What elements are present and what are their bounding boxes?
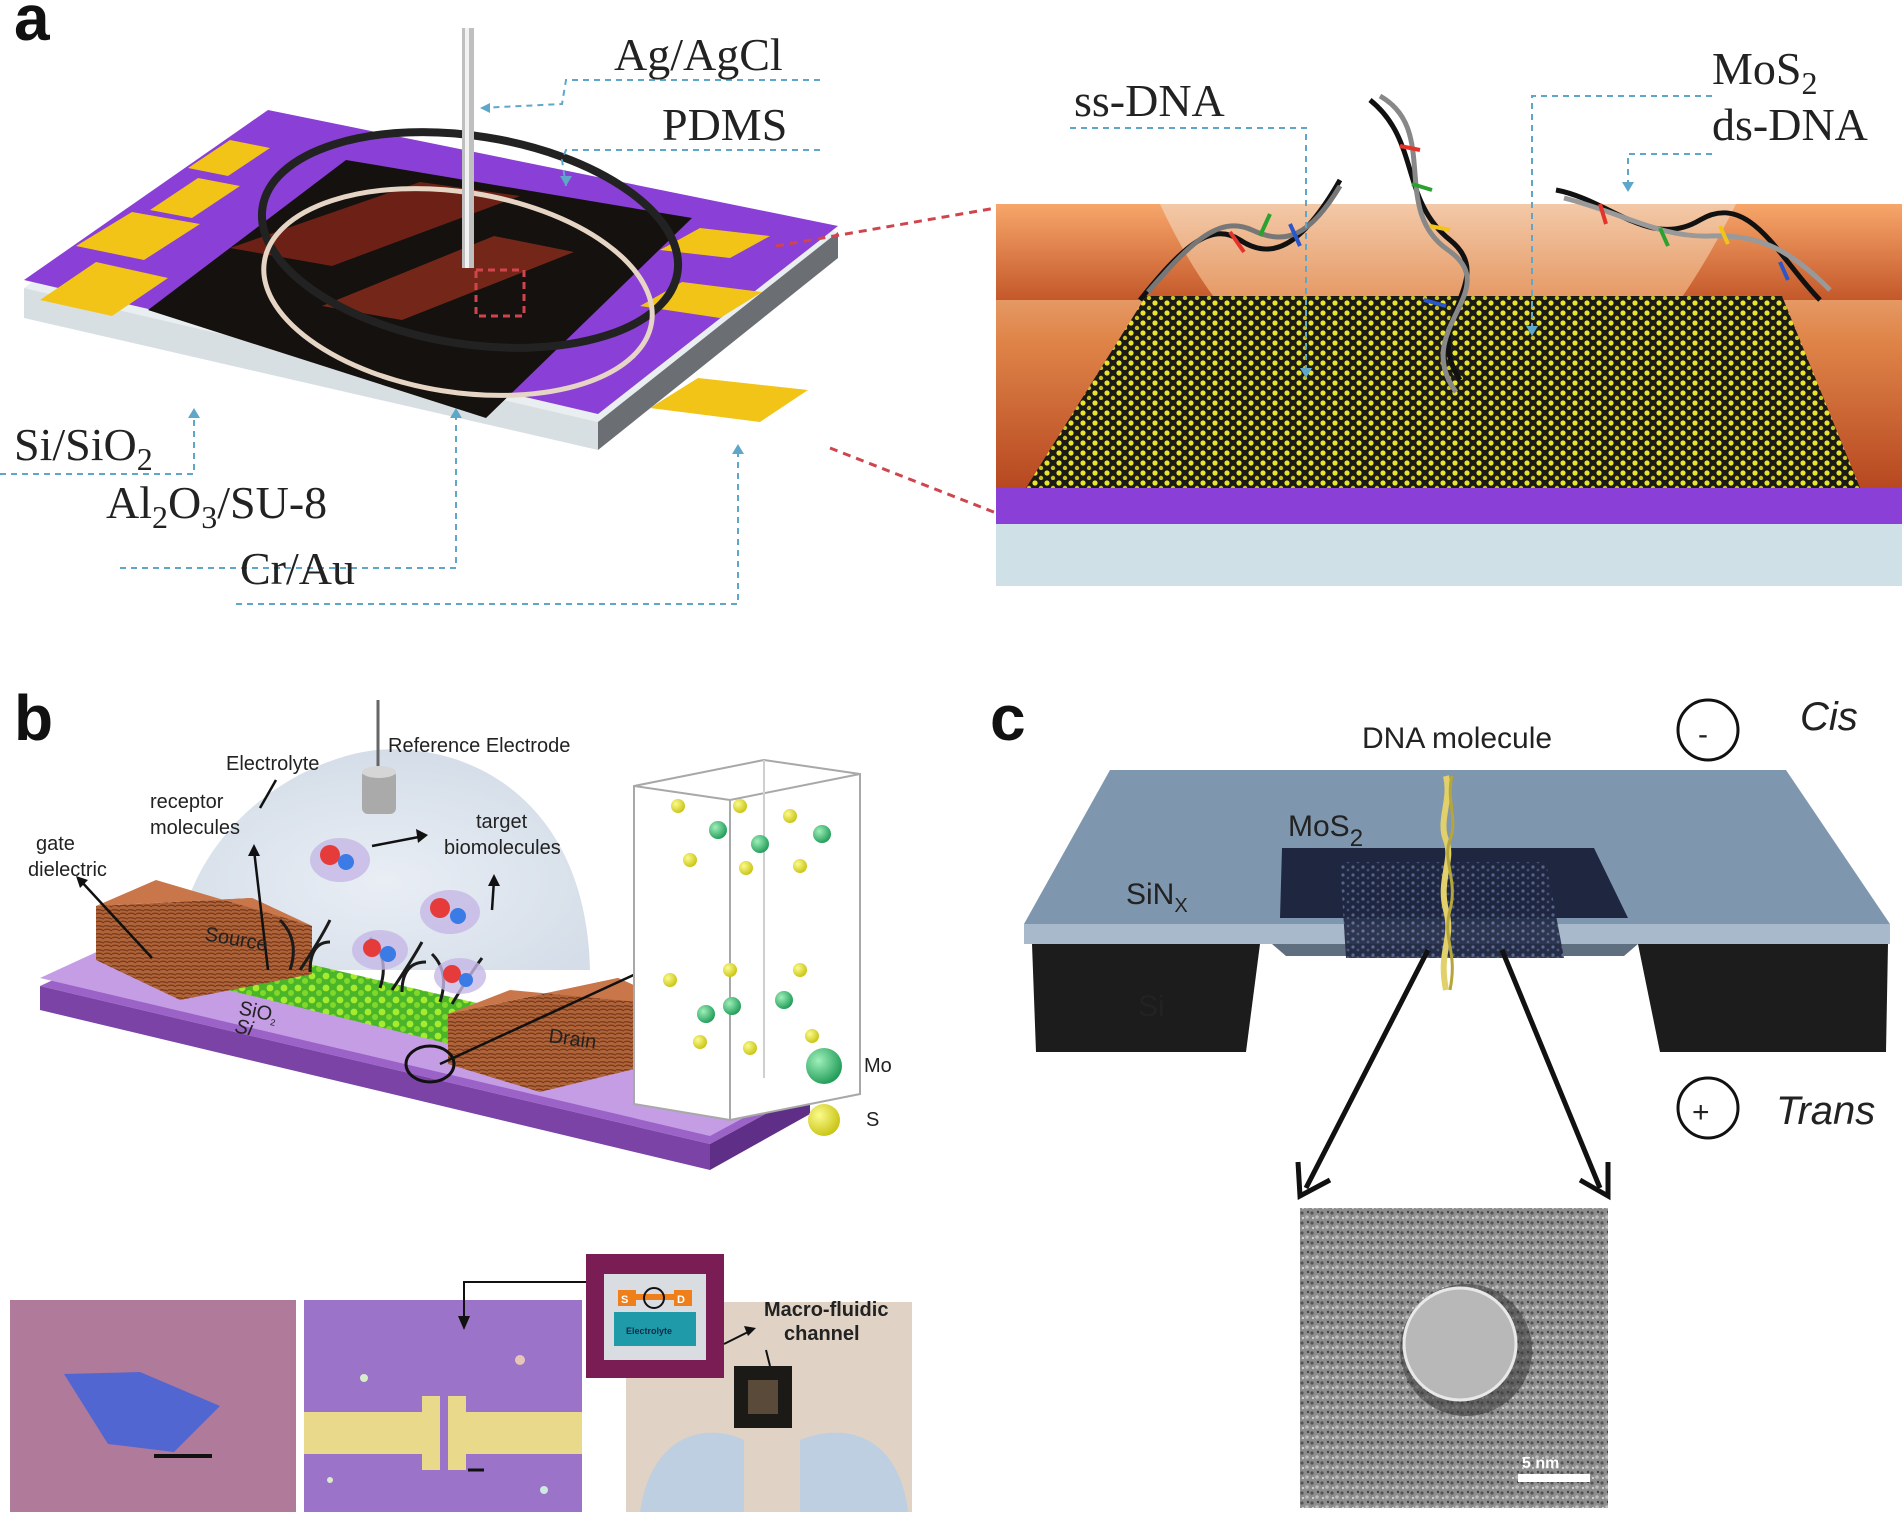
ag-agcl-highlight (465, 28, 469, 268)
panel-a-zoom-leaders (1070, 95, 1712, 372)
zoom-box (474, 268, 526, 318)
zoom-line-top (775, 206, 997, 248)
panel-c-letter: c (990, 682, 1026, 754)
receptor-label-1: receptor (150, 791, 224, 813)
drain-block (448, 978, 680, 1092)
mos2-label: MoS2 (1288, 810, 1363, 852)
receptor-label-2: molecules (150, 817, 240, 839)
dna-molecule (1440, 775, 1452, 991)
crystal-structure (633, 758, 861, 1122)
minus-sign: - (1698, 718, 1708, 751)
pdms-ring-top (257, 128, 683, 352)
zoom-purple-layer (996, 488, 1902, 524)
mos2-pore-region (1340, 862, 1564, 958)
red-channel (322, 236, 574, 320)
micrograph-electrodes (304, 1300, 582, 1512)
biomolecules (310, 838, 486, 994)
si-sio2-label: Si/SiO2 (14, 419, 153, 477)
panel-c-device (1024, 770, 1890, 1052)
si-layer-edge (40, 986, 710, 1170)
pdms-label: PDMS (662, 99, 787, 150)
sinx-label: SiNX (1126, 878, 1188, 917)
cis-circle (1676, 698, 1740, 762)
source-block (96, 898, 312, 1000)
micrograph-flake (10, 1300, 296, 1512)
drain-top (448, 978, 680, 1014)
s-legend-icon (808, 1104, 840, 1136)
reference-electrode-top (362, 766, 396, 778)
tem-arrow-right (1499, 949, 1603, 1189)
tem-arrowhead-right (1578, 1162, 1611, 1201)
trans-circle (1676, 1076, 1740, 1140)
s-legend-label: S (866, 1109, 879, 1131)
gold-contact (76, 212, 200, 260)
plus-sign: + (1692, 1096, 1710, 1129)
zoom-circle (404, 1044, 456, 1084)
substrate-edge-dark (598, 232, 838, 450)
red-channel (230, 182, 520, 266)
dna-molecule-strand (1446, 775, 1455, 991)
sinx-top (1024, 770, 1890, 924)
receptor-molecules (278, 918, 484, 1005)
gold-contact (660, 228, 770, 258)
panel-a-zoom (996, 93, 1902, 586)
panel-a-device (24, 28, 838, 450)
si-right (1638, 944, 1888, 1052)
gate-label-1: gate (36, 833, 75, 855)
inset-d-label: D (677, 1294, 685, 1306)
zoom-substrate (996, 524, 1902, 586)
ss-dna-label: ss-DNA (1074, 75, 1225, 126)
tem-arrow-left (1303, 948, 1431, 1190)
mos2-lattice (1026, 296, 1860, 488)
reference-electrode-label: Reference Electrode (388, 735, 570, 757)
gold-contact (188, 140, 270, 176)
ag-agcl-label: Ag/AgCl (614, 29, 783, 80)
gold-contact (40, 262, 168, 316)
inset-schematic (586, 1254, 724, 1378)
panel-a-zoom-arrowheads (1300, 182, 1634, 378)
panel-a-arrowheads (188, 103, 744, 454)
tem-image (1300, 1208, 1608, 1508)
cr-au-label: Cr/Au (240, 543, 355, 594)
macro-arrow (765, 1349, 771, 1367)
reference-electrode-body (362, 770, 396, 814)
ds-dna-label: ds-DNA (1712, 99, 1868, 150)
tem-arrowhead-left (1295, 1161, 1332, 1201)
mo-legend-icon (806, 1048, 842, 1084)
cis-label: Cis (1800, 695, 1858, 739)
panel-a-leaders (0, 79, 820, 605)
inset-arrowhead (744, 1326, 756, 1336)
macro-label-2: channel (784, 1323, 860, 1345)
panel-b-device (40, 700, 810, 1170)
inset-s-label: S (621, 1294, 628, 1306)
inset-electrolyte-label: Electrolyte (626, 1326, 672, 1336)
dna-molecule-label: DNA molecule (1362, 722, 1552, 755)
panel-b-letter: b (14, 682, 53, 754)
crystal-atoms (663, 799, 831, 1055)
gold-contact (650, 378, 808, 422)
panel-a-letter: a (14, 0, 50, 54)
mo-legend-label: Mo (864, 1055, 892, 1077)
al2o3-su8-label: Al2O3/SU-8 (106, 477, 327, 535)
mos2-label: MoS2 (1712, 43, 1817, 101)
target-label-1: target (476, 811, 528, 833)
si-label: Si (1138, 990, 1165, 1023)
panel-b-arrows (79, 779, 641, 1066)
substrate-edge (24, 288, 598, 450)
right-electrode (1680, 204, 1902, 300)
gate-label-2: dielectric (28, 859, 107, 881)
dna-basepairs (1228, 144, 1790, 308)
source-top (96, 880, 312, 926)
si-left (1032, 944, 1260, 1052)
connector-arrowhead (458, 1316, 470, 1330)
trans-label: Trans (1776, 1089, 1875, 1133)
macro-label-1: Macro-fluidic (764, 1299, 888, 1321)
scale-bar-label: 5 nm (1522, 1455, 1559, 1472)
electrolyte-label: Electrolyte (226, 753, 319, 775)
gold-contact (150, 178, 240, 218)
target-label-2: biomolecules (444, 837, 561, 859)
si-label: Si (233, 1015, 256, 1040)
